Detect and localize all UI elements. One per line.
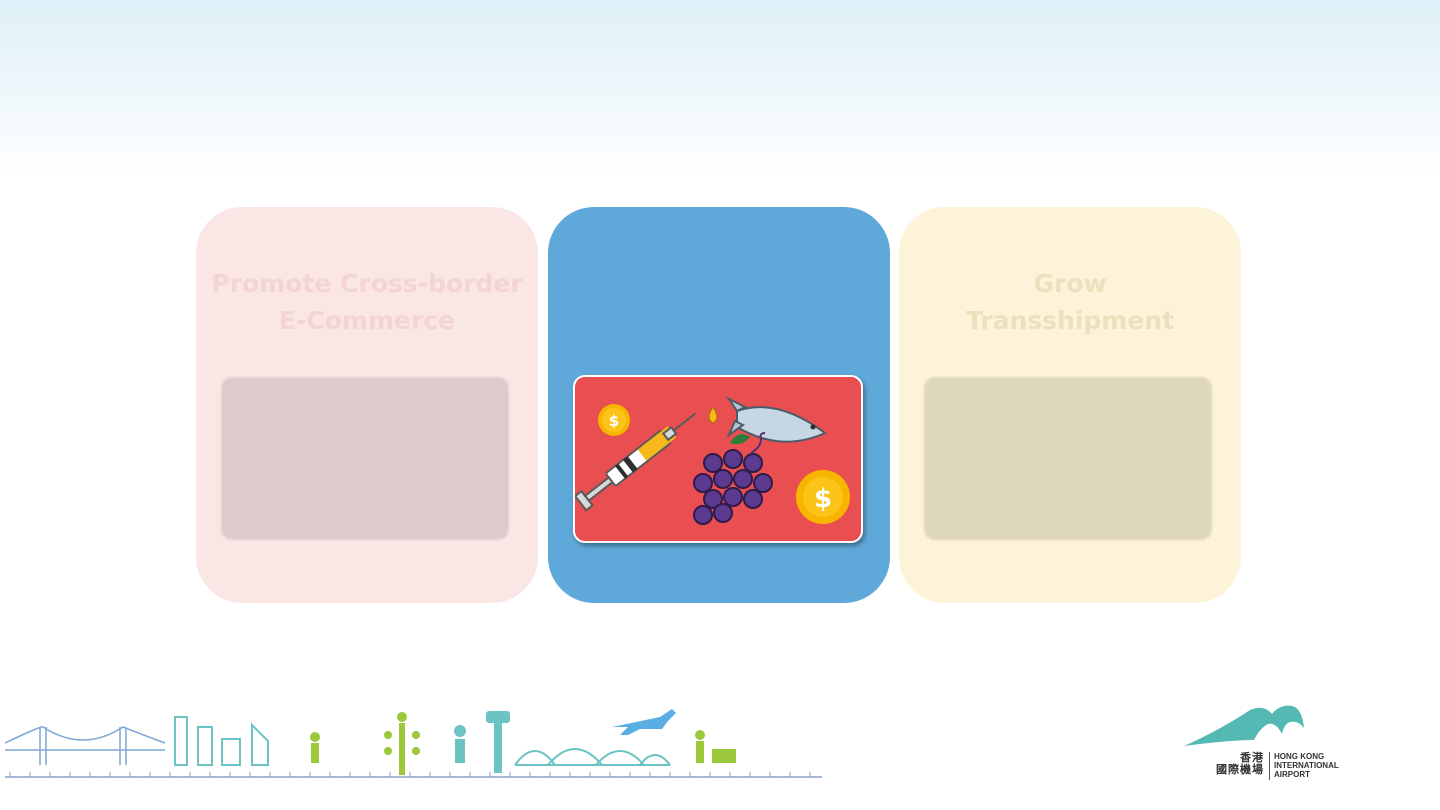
syringe-icon [575,412,697,512]
transshipment-thumbnail [923,376,1213,541]
logo-separator [1269,752,1270,780]
hong-kong-skyline-decoration [4,709,822,778]
plane-icon [612,709,676,735]
card-cross-border-ecommerce[interactable]: Promote Cross-border E-Commerce [196,207,538,603]
hkia-logo: 香港 國際機場 HONG KONG INTERNATIONAL AIRPORT [1180,700,1380,790]
ecommerce-thumbnail [220,376,510,541]
logo-chinese-text: 香港 國際機場 [1216,751,1264,776]
coin-large-icon: $ [796,470,850,524]
card-title-transshipment: Grow Transshipment [965,269,1175,335]
card-grow-transshipment[interactable]: Grow Transshipment [899,207,1241,603]
svg-text:$: $ [609,412,619,430]
coin-small-icon: $ [598,404,630,436]
card-special-cargo[interactable]: $ [548,207,890,603]
logo-english-text: HONG KONG INTERNATIONAL AIRPORT [1274,752,1339,779]
grapes-icon [693,432,773,525]
card-title-ecommerce: Promote Cross-border E-Commerce [211,269,523,335]
fish-icon [726,396,827,443]
drop-icon [708,406,718,424]
svg-text:$: $ [814,484,832,514]
pharma-food-image: $ [573,375,863,543]
hkia-logo-mark [1184,705,1304,746]
